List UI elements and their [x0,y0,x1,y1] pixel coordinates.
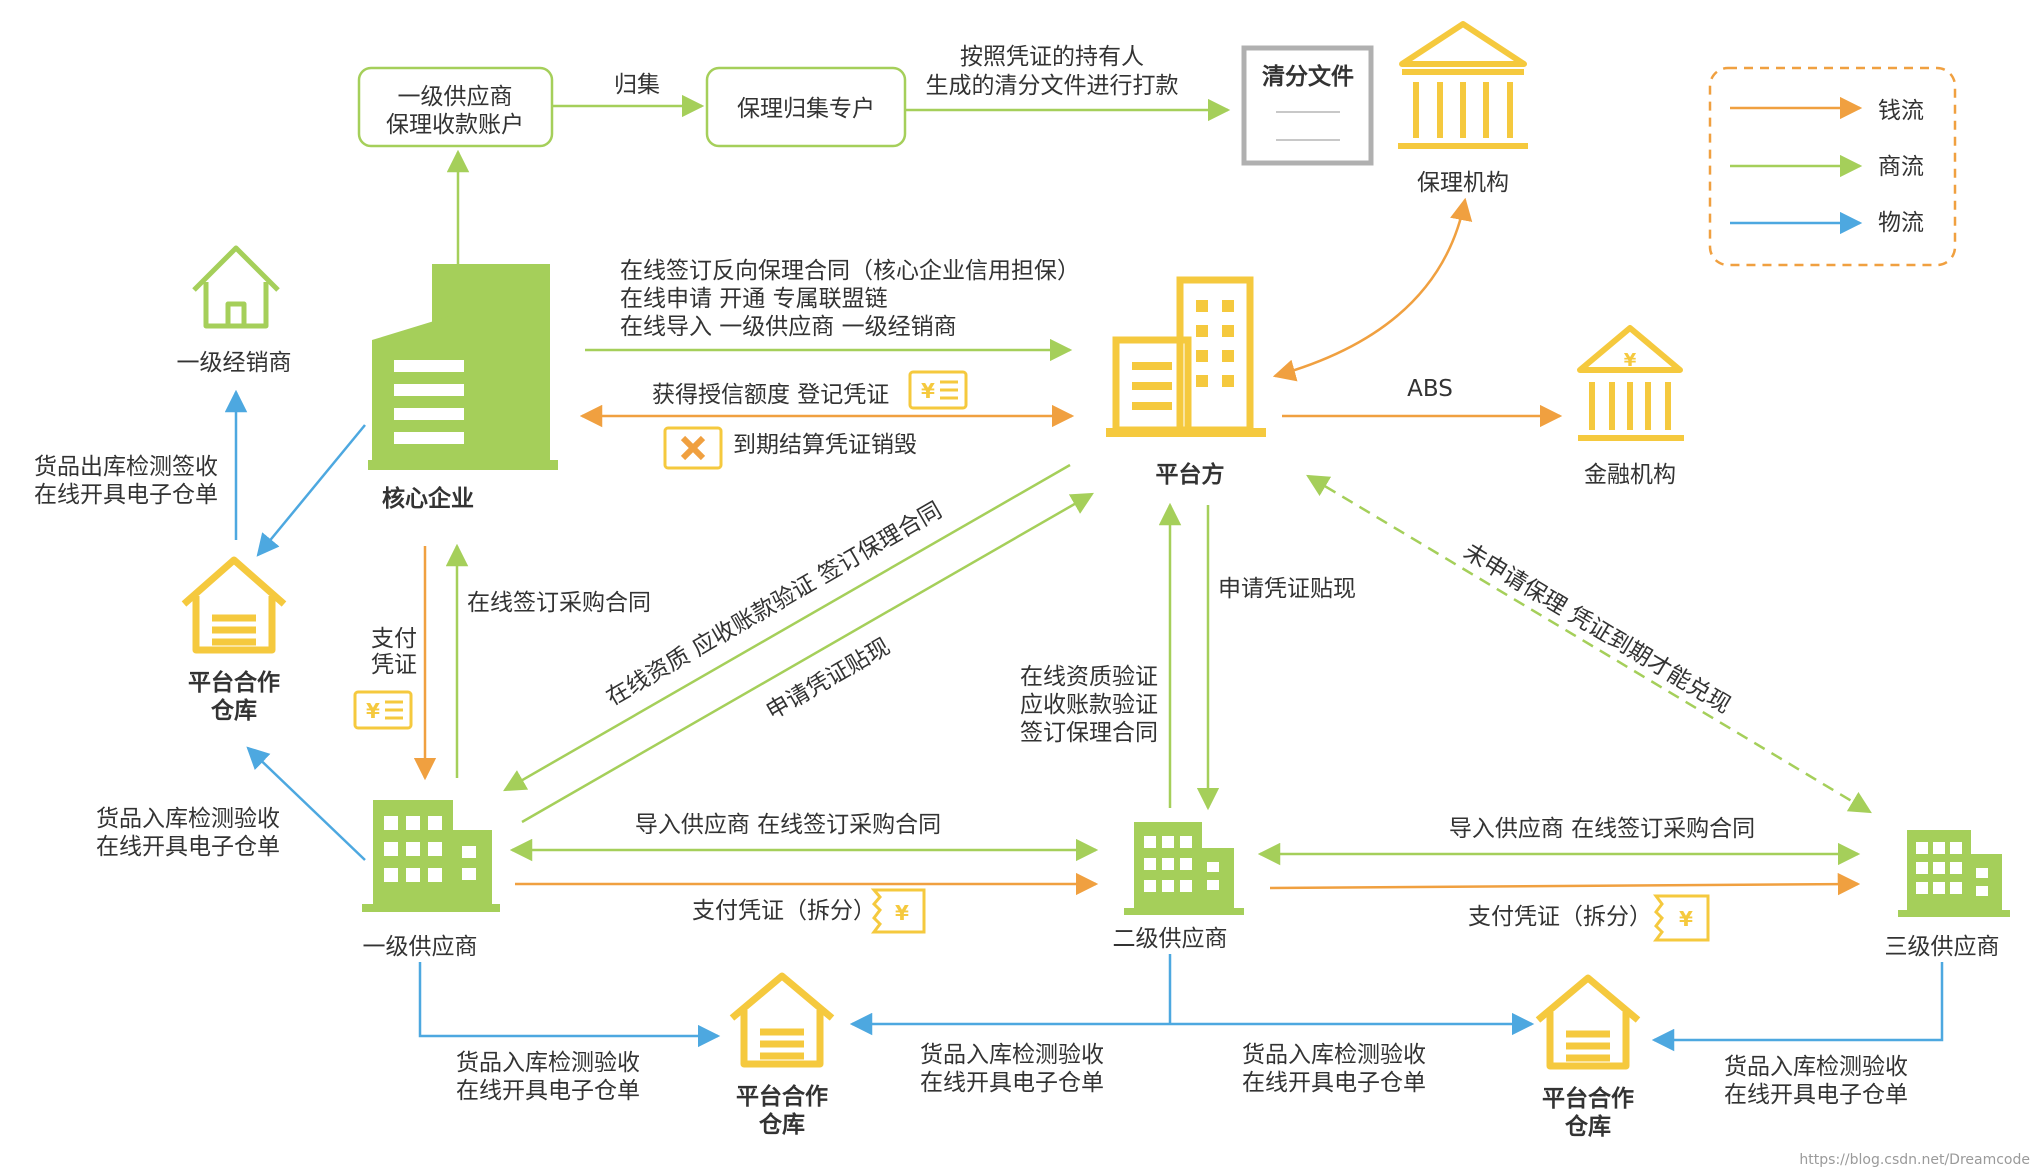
voucher-icon: ¥ [908,370,968,410]
clearing-file-icon: 清分文件 [1241,45,1374,166]
core-label-3: 在线导入 一级供应商 一级经销商 [620,314,957,340]
import-sign-12-label: 导入供应商 在线签订采购合同 [635,812,941,838]
platform-to-supplier1-arrow [503,463,1071,792]
warehouse-left-icon [181,556,287,654]
sign-purchase-label: 在线签订采购合同 [467,590,651,616]
factoring-institution-bank-icon [1398,21,1528,149]
supplier1-to-warehouse-left-arrow [246,746,366,861]
svg-text:¥: ¥ [366,699,380,723]
pay-label-1: 支付 [371,626,417,652]
warehouse-right-label-1: 平台合作 [1542,1085,1634,1112]
warehouse-mid-icon [729,972,835,1068]
inbound-b4-label-1: 货品入库检测验收 [1724,1054,1908,1080]
financial-institution-label: 金融机构 [1584,462,1676,488]
core-enterprise-label: 核心企业 [382,485,474,512]
tier1-account-box: 一级供应商 保理收款账户 [357,66,554,148]
factoring-account-label: 保理归集专户 [737,96,875,122]
inbound-b1-label-1: 货品入库检测验收 [456,1050,640,1076]
destroy-label: 到期结算凭证销毁 [733,432,917,458]
verify-label-3: 签订保理合同 [1020,720,1158,746]
warehouse-right-icon [1535,974,1641,1070]
tier1-account-label-1: 一级供应商 [398,84,513,110]
warehouse-left-label-1: 平台合作 [188,669,280,696]
factoring-account-box: 保理归集专户 [705,66,907,148]
unapplied-label: 未申请保理 凭证到期才能兑现 [1459,539,1735,719]
warehouse-right-label-2: 仓库 [1564,1113,1611,1140]
legend-logistics: 物流 [1878,210,1924,236]
verify-label-2: 应收账款验证 [1020,692,1158,718]
platform-factoring-money-arrow [1272,197,1473,382]
tier1-account-label-2: 保理收款账户 [386,112,524,138]
svg-text:¥: ¥ [895,901,909,925]
financial-institution-bank-icon: ¥ [1577,325,1684,441]
clearing-label-2: 生成的清分文件进行打款 [926,73,1179,99]
inbound-b3-label-2: 在线开具电子仓单 [1242,1070,1426,1096]
tier1-supplier-building-icon [362,800,500,912]
legend: 钱流 商流 物流 [1708,66,1957,267]
svg-text:¥: ¥ [1679,907,1693,931]
factoring-institution-label: 保理机构 [1417,170,1509,196]
platform-label: 平台方 [1156,461,1225,488]
tier1-distributor-label: 一级经销商 [177,350,292,376]
collect-label: 归集 [614,72,660,98]
split-voucher-icon-1: ¥ [870,888,926,934]
inbound-b2-label-1: 货品入库检测验收 [920,1042,1104,1068]
supplier1-to-warehouse-mid-arrow [418,962,721,1048]
voucher-destroy-icon [663,426,723,470]
warehouse-mid-label-2: 仓库 [758,1111,805,1138]
verify-label-1: 在线资质验证 [1020,664,1158,690]
tier2-supplier-building-icon [1124,822,1244,915]
legend-money: 钱流 [1878,98,1924,124]
supplier3-to-warehouse-right-arrow [1651,962,1944,1052]
clearing-label-1: 按照凭证的持有人 [960,44,1144,70]
tier1-supplier-label: 一级供应商 [363,934,478,960]
inbound-b3-label-1: 货品入库检测验收 [1242,1042,1426,1068]
pay-label-2: 凭证 [371,652,417,678]
diag-label-2: 申请凭证贴现 [762,634,895,726]
inbound-b2-label-2: 在线开具电子仓单 [920,1070,1104,1096]
inbound-b1-label-2: 在线开具电子仓单 [456,1078,640,1104]
core-label-2: 在线申请 开通 专属联盟链 [620,286,888,312]
clearing-file-label: 清分文件 [1262,63,1354,90]
watermark: https://blog.csdn.net/Dreamcode [1799,1152,2030,1168]
diag-label-1: 在线资质 应收账款验证 签订保理合同 [602,497,946,711]
pay-voucher-icon: ¥ [353,690,413,730]
svg-text:¥: ¥ [921,379,935,403]
inbound-b4-label-2: 在线开具电子仓单 [1724,1082,1908,1108]
apply-discount-label: 申请凭证贴现 [1218,576,1356,602]
tier1-distributor-house-icon [192,245,280,329]
inbound-left-label-1: 货品入库检测验收 [96,806,280,832]
import-sign-23-label: 导入供应商 在线签订采购合同 [1449,816,1755,842]
tier3-supplier-building-icon [1898,830,2010,917]
core-to-warehouse-arrow [256,424,366,557]
pay-split-23-label: 支付凭证（拆分） [1468,904,1652,930]
legend-commerce: 商流 [1878,154,1924,180]
outbound-label-1: 货品出库检测签收 [34,454,218,480]
outbound-label-2: 在线开具电子仓单 [34,482,218,508]
warehouse-left-label-2: 仓库 [210,697,257,724]
tier3-supplier-label: 三级供应商 [1885,934,2000,960]
split-voucher-icon-2: ¥ [1653,894,1710,942]
core-label-1: 在线签订反向保理合同（核心企业信用担保） [620,258,1080,284]
inbound-left-label-2: 在线开具电子仓单 [96,834,280,860]
warehouse-mid-label-1: 平台合作 [736,1083,828,1110]
supplier2-to-supplier3-money-arrow [1269,872,1861,896]
core-enterprise-building-icon [368,264,558,470]
abs-label: ABS [1407,376,1453,402]
pay-split-12-label: 支付凭证（拆分） [692,898,876,924]
svg-text:¥: ¥ [1624,350,1637,371]
platform-building-icon [1106,276,1266,437]
platform-tier3-dashed-arrow [1306,474,1872,814]
tier2-supplier-label: 二级供应商 [1113,926,1228,952]
supplier1-to-platform-arrow [521,492,1094,824]
credit-label: 获得授信额度 登记凭证 [652,382,889,408]
